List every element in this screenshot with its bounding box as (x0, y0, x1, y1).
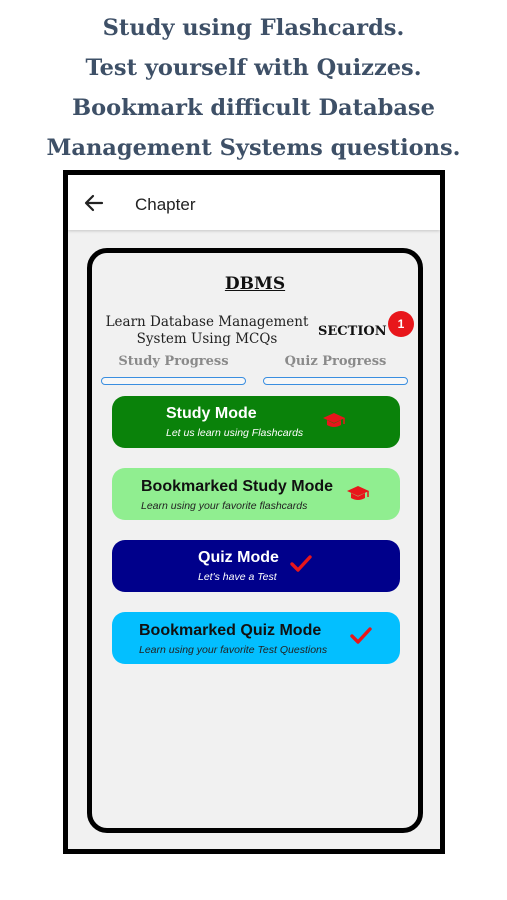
graduation-cap-icon (323, 413, 345, 427)
promo-line-4: Management Systems questions. (46, 135, 461, 161)
bookmarked-quiz-mode-title: Bookmarked Quiz Mode (139, 622, 322, 639)
quiz-mode-title: Quiz Mode (198, 549, 279, 566)
section-number-badge: 1 (388, 311, 414, 337)
promo-line-2: Test yourself with Quizzes. (85, 55, 422, 81)
graduation-cap-icon (347, 486, 369, 500)
study-mode-subtitle: Let us learn using Flashcards (166, 427, 304, 439)
arrow-left-icon[interactable] (82, 191, 106, 215)
app-bar: Chapter (68, 175, 440, 230)
page-title: Chapter (135, 195, 196, 214)
chapter-card: DBMS Learn Database Management System Us… (87, 248, 423, 833)
bookmarked-study-mode-title: Bookmarked Study Mode (141, 478, 334, 495)
study-mode-title: Study Mode (166, 405, 257, 422)
promo-line-1: Study using Flashcards. (102, 15, 405, 41)
quiz-mode-subtitle: Let's have a Test (198, 571, 277, 583)
quiz-mode-button[interactable]: Quiz Mode Let's have a Test (112, 540, 400, 592)
card-title: DBMS (224, 274, 286, 294)
study-progress-label: Study Progress (118, 354, 229, 369)
promo-caption: Study using Flashcards. Test yourself wi… (0, 8, 507, 168)
bookmarked-quiz-mode-subtitle: Learn using your favorite Test Questions (139, 644, 328, 656)
bookmarked-study-mode-subtitle: Learn using your favorite flashcards (141, 500, 308, 512)
study-mode-button[interactable]: Study Mode Let us learn using Flashcards (112, 396, 400, 448)
bookmarked-study-mode-button[interactable]: Bookmarked Study Mode Learn using your f… (112, 468, 400, 520)
quiz-progress-label: Quiz Progress (284, 354, 387, 369)
card-subtitle: Learn Database Management System Using M… (105, 314, 309, 347)
phone-frame: Chapter DBMS Learn Database Management S… (63, 170, 445, 854)
bookmarked-quiz-mode-button[interactable]: Bookmarked Quiz Mode Learn using your fa… (112, 612, 400, 664)
checkmark-icon (290, 555, 312, 572)
quiz-progress-bar (263, 377, 408, 385)
promo-line-3: Bookmark difficult Database (72, 95, 435, 121)
checkmark-icon (350, 627, 372, 644)
study-progress-bar (101, 377, 246, 385)
section-label: SECTION (318, 324, 387, 339)
